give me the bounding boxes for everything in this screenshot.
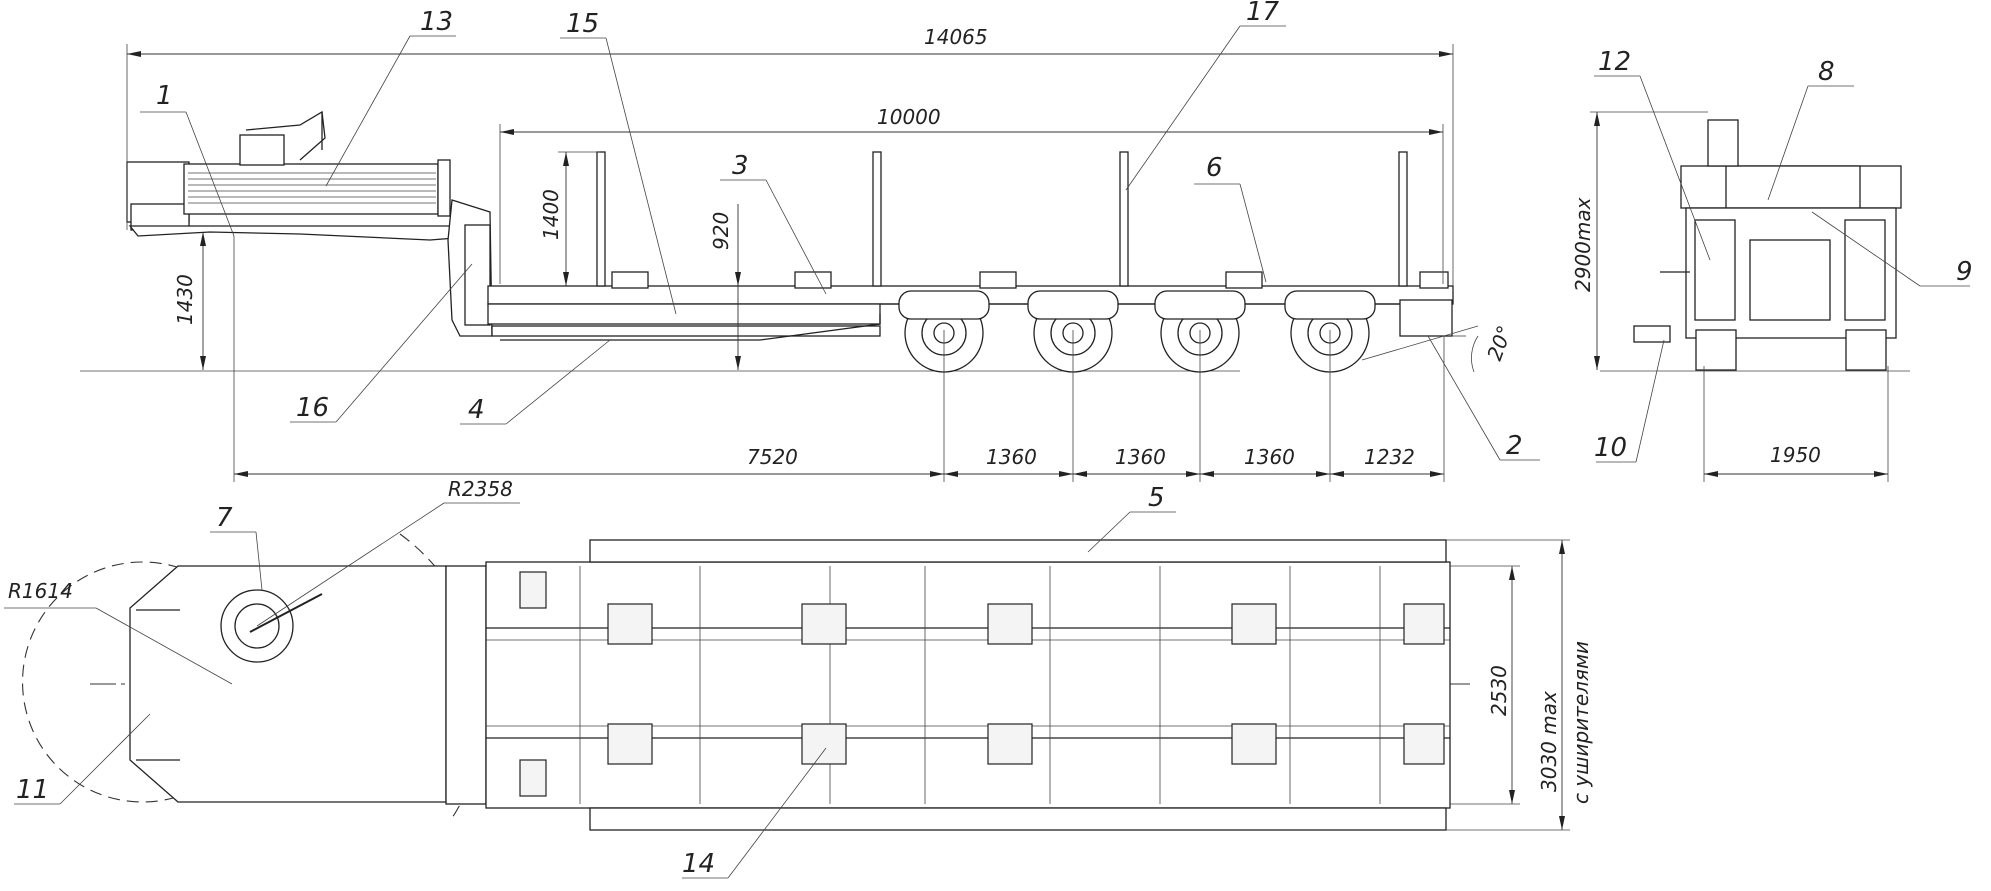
dim-gooseneck-height: 1430 bbox=[173, 274, 197, 325]
callout-6: 6 bbox=[1206, 153, 1223, 183]
dim-max-width: 3030 max bbox=[1537, 691, 1561, 792]
dim-track-width: 1950 bbox=[1770, 443, 1821, 467]
dim-deck-height: 920 bbox=[709, 212, 733, 250]
callout-16: 16 bbox=[296, 393, 329, 423]
callout-5: 5 bbox=[1148, 483, 1165, 513]
callout-17: 17 bbox=[1246, 0, 1280, 27]
dim-axle-spacing-1: 1360 bbox=[986, 445, 1037, 469]
dim-max-height: 2900max bbox=[1571, 197, 1595, 292]
callout-9: 9 bbox=[1956, 257, 1973, 287]
callout-14: 14 bbox=[682, 849, 715, 879]
dim-axle-spacing-2: 1360 bbox=[1115, 445, 1166, 469]
callout-11: 11 bbox=[16, 775, 49, 805]
dim-departure-angle: 20° bbox=[1482, 322, 1517, 364]
dim-deck-length: 10000 bbox=[877, 105, 941, 129]
dim-stake-height: 1400 bbox=[539, 189, 563, 240]
callout-3: 3 bbox=[732, 151, 749, 181]
callout-13: 13 bbox=[420, 7, 453, 37]
dim-overall-length: 14065 bbox=[924, 25, 988, 49]
tie-pads-top bbox=[519, 571, 1445, 797]
top-view: 2530 3030 max с уширителями R1614 R2358 bbox=[4, 477, 1593, 831]
dim-rear-overhang: 1232 bbox=[1364, 445, 1415, 469]
callouts: 1 13 15 17 3 6 16 4 2 12 8 9 10 bbox=[14, 0, 1973, 879]
callout-12: 12 bbox=[1598, 47, 1631, 77]
dim-max-width-note: с уширителями bbox=[1569, 641, 1593, 804]
dim-radius-rear: R2358 bbox=[448, 477, 513, 501]
dim-axle-spacing-3: 1360 bbox=[1244, 445, 1295, 469]
cross-members bbox=[579, 566, 1381, 804]
side-view: 14065 10000 1400 920 1430 bbox=[80, 25, 1517, 482]
dim-radius-front: R1614 bbox=[8, 579, 73, 603]
callout-8: 8 bbox=[1818, 57, 1835, 87]
callout-15: 15 bbox=[566, 9, 599, 39]
callout-7: 7 bbox=[216, 503, 233, 533]
callout-1: 1 bbox=[156, 81, 173, 111]
dim-kingpin-axle: 7520 bbox=[747, 445, 798, 469]
callout-10: 10 bbox=[1594, 433, 1627, 463]
callout-4: 4 bbox=[468, 395, 485, 425]
rear-view: 2900max 1950 bbox=[1571, 111, 1910, 482]
stakes bbox=[596, 151, 1408, 287]
callout-2: 2 bbox=[1506, 431, 1523, 461]
dim-width: 2530 bbox=[1487, 665, 1511, 716]
